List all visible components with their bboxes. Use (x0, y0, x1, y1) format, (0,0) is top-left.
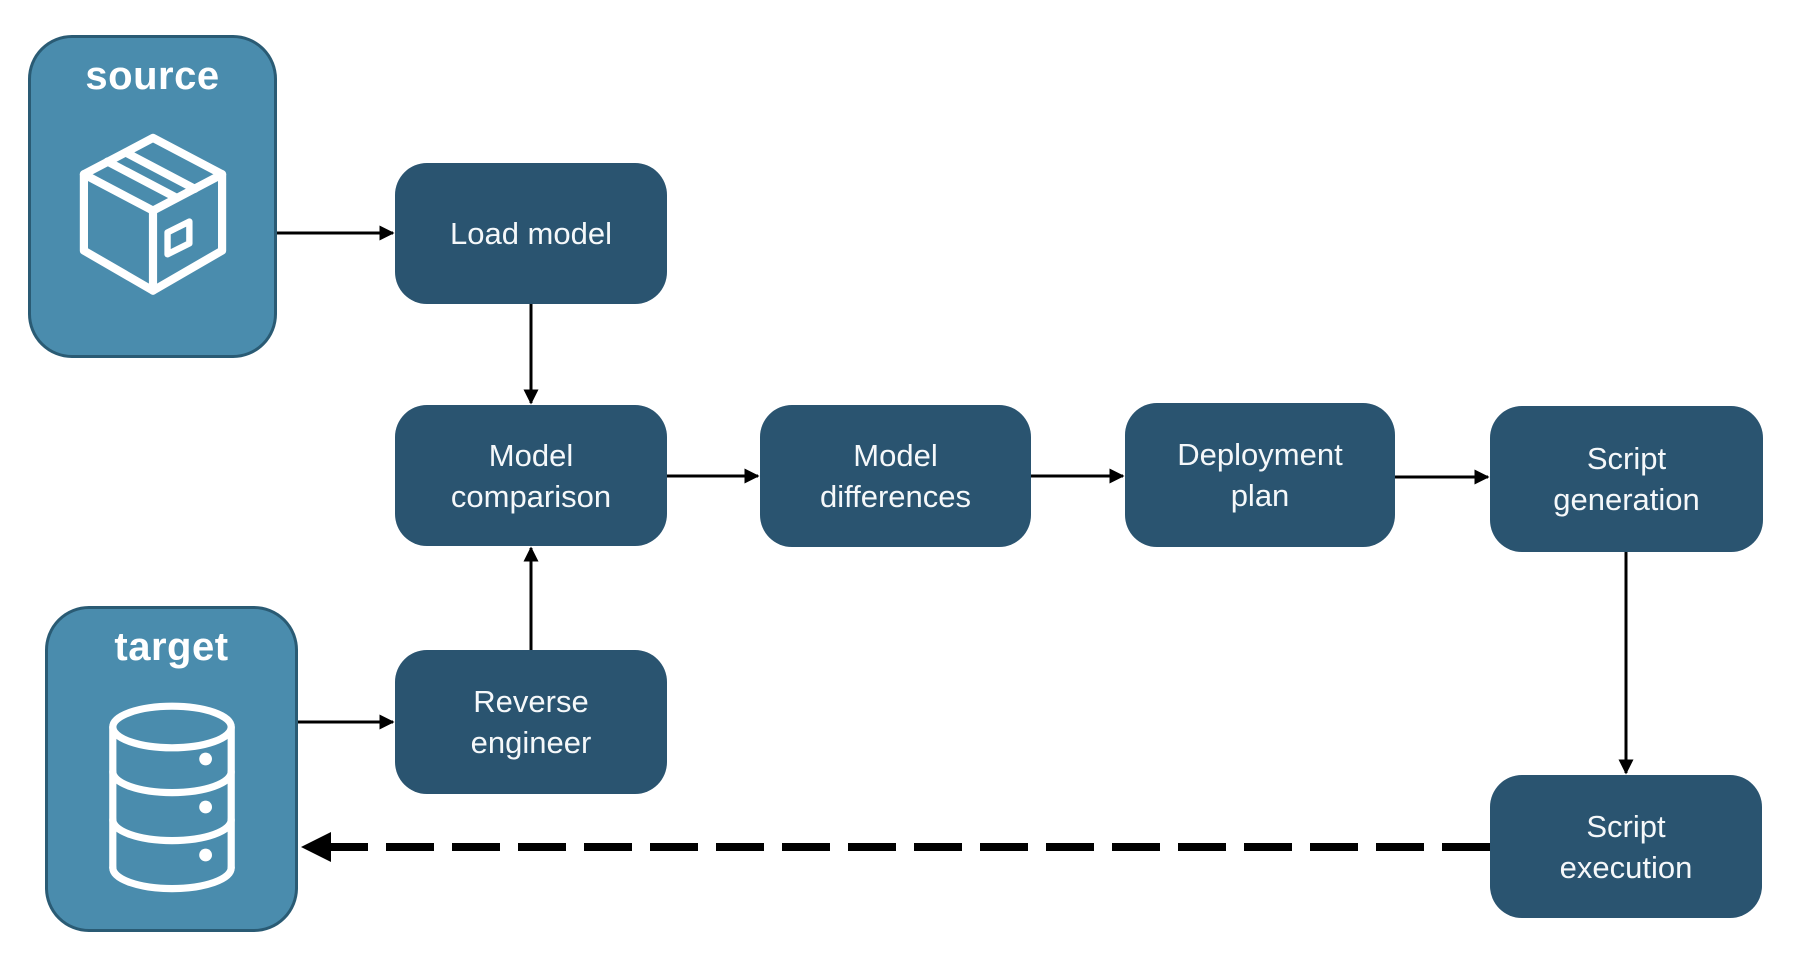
source-label: source (85, 54, 220, 98)
step-label: Load model (449, 216, 612, 251)
step-model-differences: Model differences (760, 405, 1031, 547)
step-label: Model differences (819, 438, 972, 514)
step-label: Script execution (1559, 808, 1693, 885)
database-icon (48, 669, 295, 929)
step-label: Model comparison (450, 437, 612, 514)
source-entity: source (28, 35, 277, 358)
step-script-generation: Script generation (1490, 406, 1763, 552)
step-deployment-plan: Deployment plan (1125, 403, 1395, 547)
step-load-model: Load model (395, 163, 667, 304)
step-script-execution: Script execution (1490, 775, 1762, 918)
target-entity: target (45, 606, 298, 932)
step-label: Reverse engineer (470, 684, 592, 760)
package-icon (31, 98, 274, 355)
step-reverse-engineer: Reverse engineer (395, 650, 667, 794)
target-label: target (114, 625, 229, 669)
step-label: Deployment plan (1177, 437, 1343, 513)
step-model-comparison: Model comparison (395, 405, 667, 546)
step-label: Script generation (1553, 441, 1700, 517)
